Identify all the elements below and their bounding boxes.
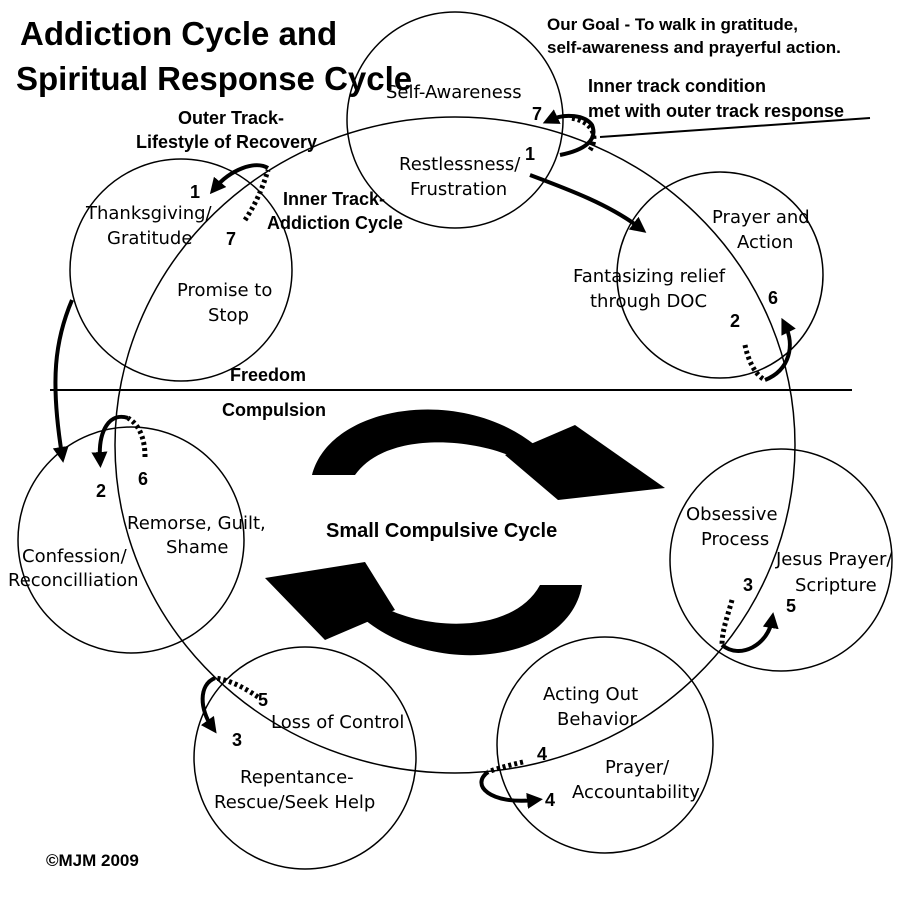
title-line-1: Addiction Cycle and [20, 15, 337, 52]
circle-confession [17, 426, 245, 654]
inner-track-line-2: Addiction Cycle [267, 213, 403, 233]
circle-repentance [193, 646, 417, 870]
stage-jesus-prayer-line-1: Jesus Prayer/ [775, 549, 893, 570]
step-7-top: 7 [532, 104, 542, 124]
title-line-2: Spiritual Response Cycle [16, 60, 412, 97]
stage-confession-line-2: Reconcilliation [8, 570, 139, 591]
hook-arrow-acting-out [479, 770, 543, 809]
stage-prayer-action-line-2: Action [737, 232, 793, 253]
stage-prayer-accountability-line-2: Accountability [572, 782, 700, 803]
circle-acting-out [496, 636, 714, 854]
stage-remorse-line-2: Shame [166, 537, 228, 558]
inner-track-ellipse [114, 116, 796, 774]
stage-acting-out-line-1: Acting Out [543, 684, 638, 705]
stage-thanksgiving-line-1: Thanksgiving/ [85, 203, 213, 224]
step-4-upper: 4 [537, 744, 547, 764]
step-5-right: 5 [786, 596, 796, 616]
stage-obsessive-line-2: Process [701, 529, 769, 550]
inner-track-line-1: Inner Track- [283, 189, 385, 209]
inner-note-line-2: met with outer track response [588, 101, 844, 121]
stage-confession-line-1: Confession/ [22, 546, 128, 567]
stage-prayer-accountability-line-1: Prayer/ [605, 757, 670, 778]
freedom-label: Freedom [230, 365, 306, 385]
circle-prayer-action [616, 171, 824, 379]
hook-arrow-obsessive [720, 612, 779, 653]
circle-thanksgiving [69, 158, 293, 382]
hook-arrow-left-bottom [91, 414, 129, 468]
step-3-right: 3 [743, 575, 753, 595]
hook-arrow-right [764, 317, 796, 382]
stage-repentance-line-2: Rescue/Seek Help [214, 792, 375, 813]
inner-note-line-1: Inner track condition [588, 76, 766, 96]
stage-self-awareness: Self-Awareness [386, 82, 522, 103]
stage-promise-line-2: Stop [208, 305, 249, 326]
stage-thanksgiving-line-2: Gratitude [107, 228, 192, 249]
small-cycle-arrow-top [312, 409, 535, 475]
step-3-bottom: 3 [232, 730, 242, 750]
step-5-bottom: 5 [258, 690, 268, 710]
copyright: ©MJM 2009 [46, 851, 139, 870]
step-2-right: 2 [730, 311, 740, 331]
stage-acting-out-line-2: Behavior [557, 709, 638, 730]
compulsion-label: Compulsion [222, 400, 326, 420]
hook-arrow-left [209, 163, 270, 195]
stage-prayer-action-line-1: Prayer and [712, 207, 810, 228]
arrow-to-confession [52, 299, 74, 463]
step-4-lower: 4 [545, 790, 555, 810]
outer-track-line-1: Outer Track- [178, 108, 284, 128]
step-7-left: 7 [226, 229, 236, 249]
step-1-top: 1 [525, 144, 535, 164]
circle-self-awareness [346, 11, 564, 229]
stage-promise-line-1: Promise to [177, 280, 272, 301]
step-1-left: 1 [190, 182, 200, 202]
stage-fantasizing-line-1: Fantasizing relief [573, 266, 726, 287]
hook-arrow-repentance [200, 676, 217, 734]
step-6-left: 6 [138, 469, 148, 489]
stage-jesus-prayer-line-2: Scripture [795, 575, 877, 596]
goal-line-1: Our Goal - To walk in gratitude, [547, 15, 798, 34]
outer-track-line-2: Lifestyle of Recovery [136, 132, 317, 152]
goal-line-2: self-awareness and prayerful action. [547, 38, 841, 57]
circle-obsessive [669, 448, 893, 672]
step-6-right: 6 [768, 288, 778, 308]
stage-restlessness-line-1: Restlessness/ [399, 154, 521, 175]
small-cycle-label: Small Compulsive Cycle [326, 520, 557, 542]
inner-note-pointer [599, 117, 871, 138]
stage-fantasizing-line-2: through DOC [590, 291, 707, 312]
small-cycle-arrowhead-top [505, 425, 665, 500]
stage-restlessness-line-2: Frustration [410, 179, 507, 200]
arrow-to-fantasizing [529, 173, 647, 233]
small-cycle-arrowhead-bottom [265, 562, 395, 640]
step-2-left: 2 [96, 481, 106, 501]
stage-obsessive-line-1: Obsessive [686, 504, 778, 525]
stage-loss-of-control: Loss of Control [271, 712, 404, 733]
stage-repentance-line-1: Repentance- [240, 767, 354, 788]
hook-arrow-top [542, 109, 596, 157]
small-cycle-arrow-bottom [365, 585, 582, 656]
stage-remorse-line-1: Remorse, Guilt, [127, 513, 266, 534]
